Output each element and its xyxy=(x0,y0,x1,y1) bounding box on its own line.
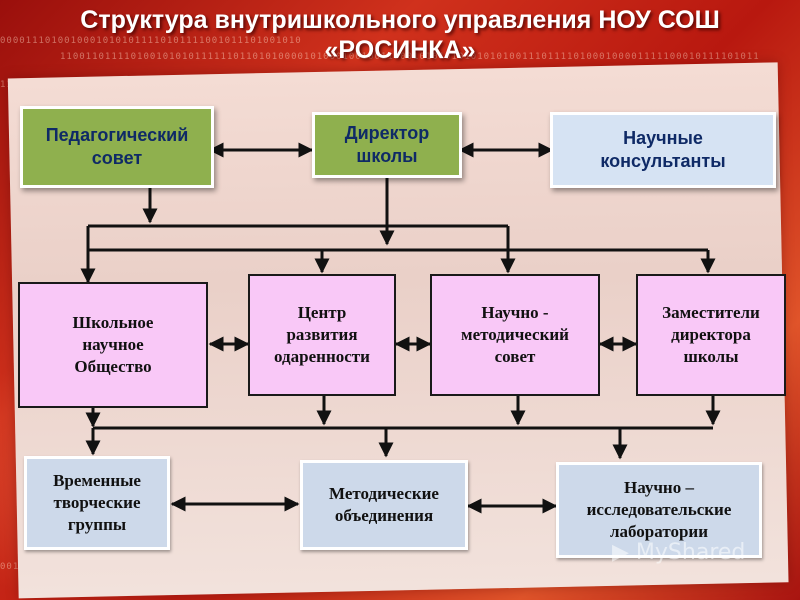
box-scientific-consultants: Научные консультанты xyxy=(550,112,776,188)
binary-row-2: 1100110111101001010101111110110101000010… xyxy=(60,52,760,62)
box-temporary-creative-groups-label: Временные творческие группы xyxy=(53,471,141,534)
box-giftedness-center-label: Центр развития одаренности xyxy=(274,303,370,366)
box-scientific-consultants-label: Научные консультанты xyxy=(600,127,726,171)
page-title-line-2: «РОСИНКА» xyxy=(324,36,476,64)
box-pedagogical-council-label: Педагогический совет xyxy=(45,124,189,168)
box-deputy-directors-label: Заместители директора школы xyxy=(662,303,760,366)
box-methodical-council-label: Научно - методический совет xyxy=(461,303,569,366)
binary-row-1: 0000111010010001010101111010111100101110… xyxy=(0,36,302,46)
box-giftedness-center: Центр развития одаренности xyxy=(248,274,396,396)
box-pedagogical-council: Педагогический совет xyxy=(20,106,214,188)
box-director: Директор школы xyxy=(312,112,462,178)
box-director-label: Директор школы xyxy=(344,122,430,166)
box-research-laboratories-label: Научно – исследовательские лаборатории xyxy=(586,478,732,541)
box-methodical-council: Научно - методический совет xyxy=(430,274,600,396)
box-school-scientific-society: Школьное научное Общество xyxy=(18,282,208,408)
box-methodical-associations: Методические объединения xyxy=(300,460,468,550)
watermark-logo: ▶ MyShared xyxy=(612,540,745,565)
box-research-laboratories: Научно – исследовательские лаборатории xyxy=(556,462,762,558)
box-temporary-creative-groups: Временные творческие группы xyxy=(24,456,170,550)
page-title-line-1: Структура внутришкольного управления НОУ… xyxy=(80,6,720,34)
box-school-scientific-society-label: Школьное научное Общество xyxy=(72,313,154,376)
box-methodical-associations-label: Методические объединения xyxy=(329,484,439,525)
watermark-icon: ▶ xyxy=(612,540,636,565)
box-deputy-directors: Заместители директора школы xyxy=(636,274,786,396)
watermark-text: MyShared xyxy=(635,540,746,565)
